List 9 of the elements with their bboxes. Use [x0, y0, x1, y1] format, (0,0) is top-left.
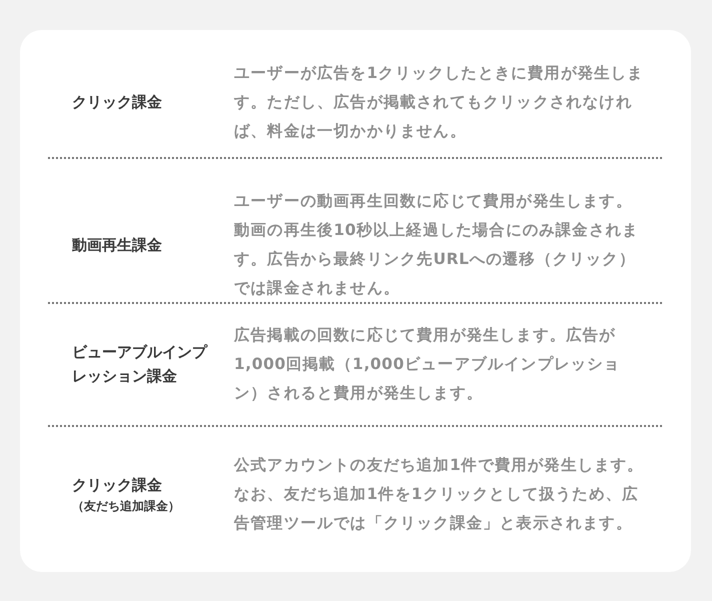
- billing-description: 公式アカウントの友だち追加1件で費用が発生します。なお、友だち追加1件を1クリックとして扱うため、広告管理ツールでは「クリック課金」と表示されます。: [234, 454, 644, 534]
- billing-description: ユーザーの動画再生回数に応じて費用が発生します。動画の再生後10秒以上経過した場合にのみ課金されます。広告から最終リンク先URLへの遷移（クリック）では課金されません。: [234, 191, 640, 299]
- billing-type-name: 動画再生課金: [72, 235, 163, 256]
- billing-type-name: クリック課金: [72, 475, 163, 496]
- billing-type-name: クリック課金: [72, 92, 163, 113]
- billing-description: ユーザーが広告を1クリックしたときに費用が発生します。ただし、広告が掲載されてもクリックされなければ、料金は一切かかりません。: [234, 62, 644, 142]
- billing-description: 広告掲載の回数に応じて費用が発生します。広告が1,000回掲載（1,000ビューアブルインプレッション）されると費用が発生します。: [234, 324, 622, 404]
- billing-type-note: （友だち追加課金）: [72, 498, 181, 515]
- billing-type-name: ビューアブルインプレッション課金: [72, 342, 209, 387]
